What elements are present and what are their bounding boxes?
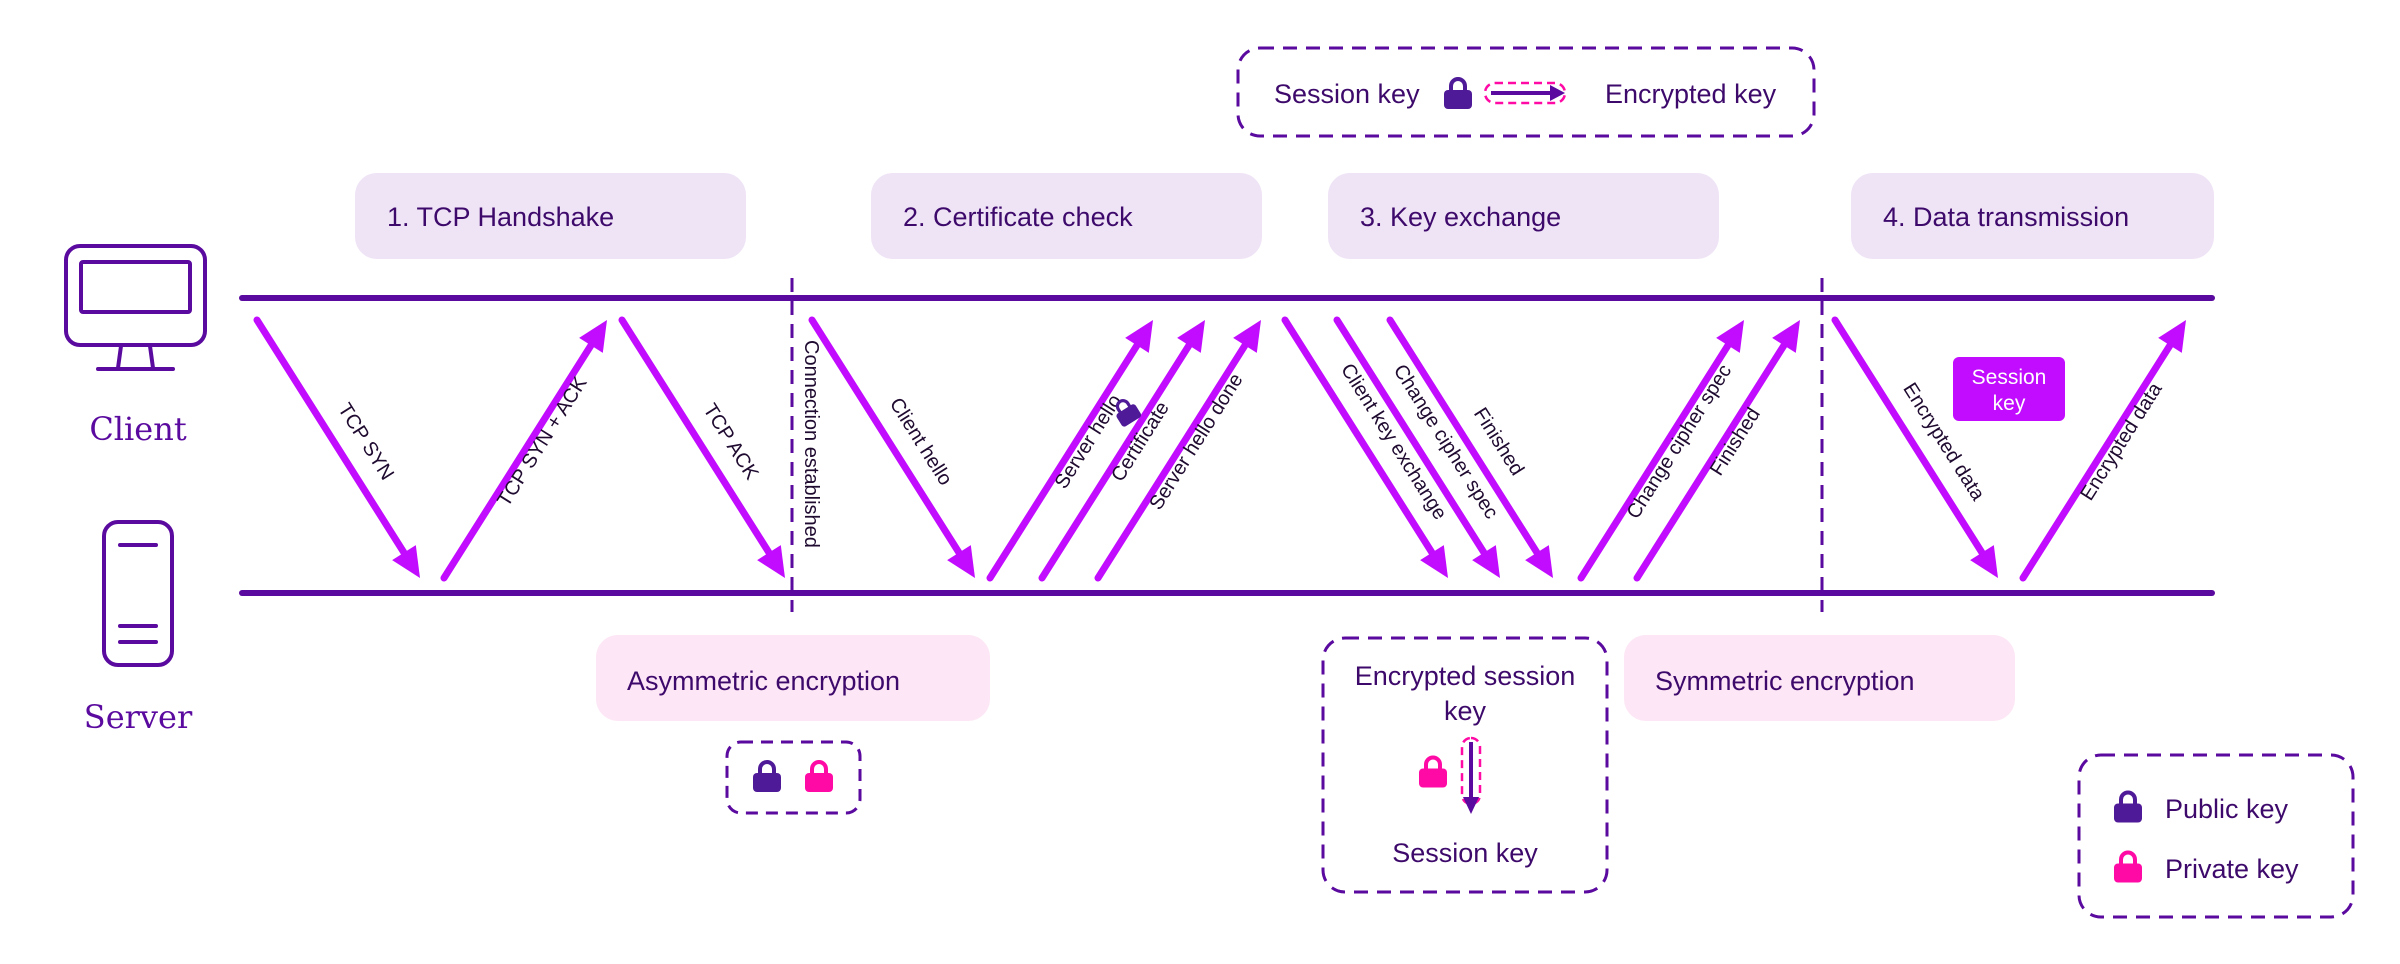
phase-certificate-check: 2. Certificate check bbox=[871, 173, 1262, 259]
arrow-shaft bbox=[618, 316, 773, 557]
arrow-head-icon bbox=[1125, 320, 1153, 353]
phase-label: 2. Certificate check bbox=[903, 202, 1133, 232]
message-arrow: TCP SYN bbox=[253, 316, 420, 578]
client-label: Client bbox=[89, 410, 187, 448]
message-label: TCP ACK bbox=[699, 400, 763, 484]
asymmetric-encryption-label: Asymmetric encryption bbox=[596, 635, 990, 721]
encrypt-arrow-icon bbox=[1483, 81, 1567, 105]
badge-line-2: key bbox=[1993, 392, 2026, 415]
phase-label: 3. Key exchange bbox=[1360, 202, 1561, 232]
arrow-shaft bbox=[1038, 341, 1193, 582]
symmetric-text: Symmetric encryption bbox=[1655, 666, 1915, 696]
private-lock-icon bbox=[1419, 758, 1447, 788]
asymmetric-keys-box bbox=[725, 740, 862, 815]
encrypted-session-key-text-2: key bbox=[1444, 696, 1487, 726]
public-lock-icon bbox=[1443, 77, 1473, 109]
arrow-shaft bbox=[986, 341, 1141, 582]
arrow-head-icon bbox=[1233, 320, 1261, 353]
message-arrow: Client hello bbox=[808, 316, 975, 578]
session-key-badge: Session key bbox=[1953, 357, 2065, 421]
message-arrow: Client key exchange bbox=[1281, 316, 1451, 578]
arrow-head-icon bbox=[1472, 545, 1500, 578]
arrow-shaft bbox=[808, 316, 963, 557]
message-label: Client hello bbox=[885, 394, 956, 489]
arrow-shaft bbox=[1094, 341, 1249, 582]
arrow-head-icon bbox=[1716, 320, 1744, 353]
phase-data-transmission: 4. Data transmission bbox=[1851, 173, 2214, 259]
phase-label: 4. Data transmission bbox=[1883, 202, 2129, 232]
message-label: TCP SYN bbox=[333, 399, 398, 484]
message-label: Encrypted data bbox=[2076, 378, 2167, 504]
symmetric-encryption-label: Symmetric encryption bbox=[1624, 635, 2015, 721]
encrypted-session-key-box: Encrypted session key Session key bbox=[1321, 636, 1609, 894]
client-endpoint: Client bbox=[64, 244, 207, 448]
arrow-head-icon bbox=[1772, 320, 1800, 353]
arrow-head-icon bbox=[757, 545, 785, 578]
arrow-head-icon bbox=[392, 545, 420, 578]
arrow-shaft bbox=[1831, 316, 1986, 557]
phase-headers: 1. TCP Handshake 2. Certificate check 3.… bbox=[355, 173, 2214, 259]
asymmetric-text: Asymmetric encryption bbox=[627, 666, 900, 696]
public-lock-icon bbox=[752, 760, 782, 792]
private-lock-icon bbox=[804, 760, 834, 792]
arrow-head-icon bbox=[1970, 545, 1998, 578]
message-label: Finished bbox=[1469, 404, 1528, 480]
arrow-shaft bbox=[1333, 316, 1488, 557]
message-arrow: TCP SYN + ACK bbox=[440, 320, 607, 582]
phase-key-exchange: 3. Key exchange bbox=[1328, 173, 1719, 259]
arrow-head-icon bbox=[579, 320, 607, 353]
message-label: Finished bbox=[1706, 404, 1765, 480]
arrow-shaft bbox=[253, 316, 408, 557]
arrow-head-icon bbox=[1420, 545, 1448, 578]
encrypted-session-key-text: Encrypted session bbox=[1355, 661, 1576, 691]
message-label: TCP SYN + ACK bbox=[493, 372, 592, 510]
private-lock-icon bbox=[2114, 853, 2142, 883]
key-legend: Public key Private key bbox=[2077, 753, 2355, 919]
top-legend: Session key Encrypted key bbox=[1236, 46, 1816, 138]
divider-connection-established: Connection established bbox=[790, 278, 822, 612]
arrow-head-icon bbox=[2158, 320, 2186, 353]
arrow-head-icon bbox=[1525, 545, 1553, 578]
public-key-label: Public key bbox=[2165, 794, 2289, 824]
private-key-label: Private key bbox=[2165, 854, 2299, 884]
message-arrows: TCP SYN TCP SYN + ACK TCP ACK Client hello S… bbox=[253, 316, 2186, 582]
phase-label: 1. TCP Handshake bbox=[387, 202, 614, 232]
server-icon bbox=[102, 520, 174, 667]
server-label: Server bbox=[84, 698, 193, 736]
decrypt-arrow-icon bbox=[1460, 736, 1482, 814]
badge-line-1: Session bbox=[1972, 366, 2047, 389]
phase-tcp-handshake: 1. TCP Handshake bbox=[355, 173, 746, 259]
server-endpoint: Server bbox=[84, 520, 193, 736]
arrow-head-icon bbox=[947, 545, 975, 578]
arrow-shaft bbox=[440, 341, 595, 582]
message-arrow: TCP ACK bbox=[618, 316, 785, 578]
arrow-shaft bbox=[1386, 316, 1541, 557]
arrow-shaft bbox=[1281, 316, 1436, 557]
arrow-shaft bbox=[1577, 341, 1732, 582]
top-legend-encrypted-key-label: Encrypted key bbox=[1605, 79, 1777, 109]
monitor-icon bbox=[64, 244, 207, 371]
session-key-text: Session key bbox=[1392, 838, 1538, 868]
arrow-shaft bbox=[1633, 341, 1788, 582]
arrow-head-icon bbox=[1177, 320, 1205, 353]
top-legend-session-key-label: Session key bbox=[1274, 79, 1420, 109]
public-lock-icon bbox=[2114, 793, 2142, 823]
arrow-shaft bbox=[2019, 341, 2174, 582]
divider-label: Connection established bbox=[800, 340, 822, 548]
